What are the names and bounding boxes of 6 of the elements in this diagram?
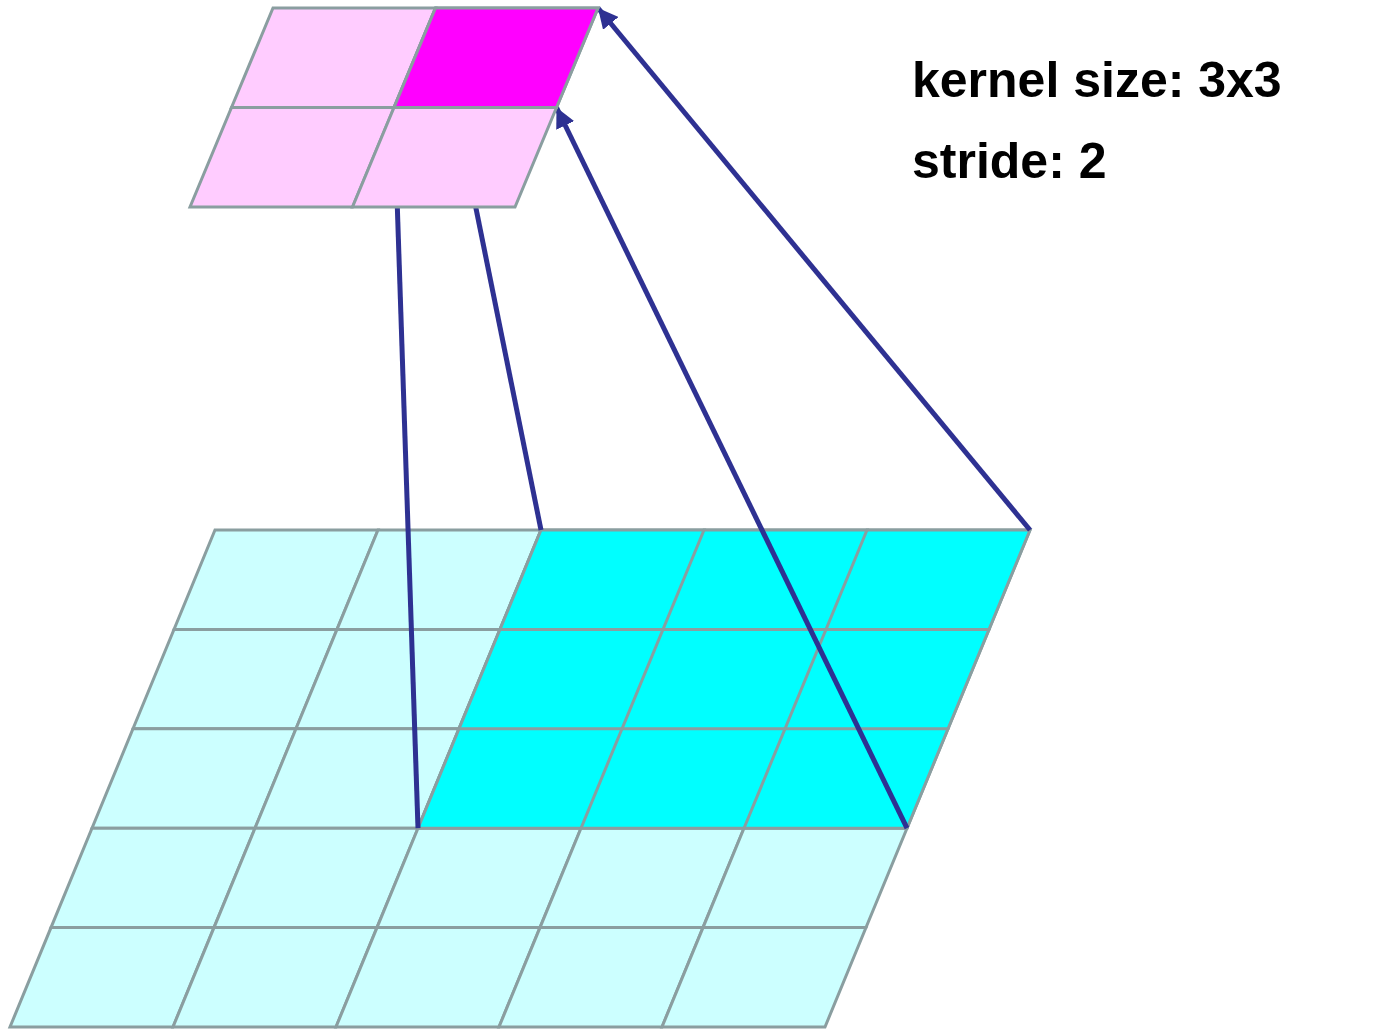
output-cell [394,8,598,108]
receptive-field-region [418,530,1030,829]
stride-label: stride: 2 [912,133,1107,189]
arrow [554,106,910,830]
arrow [596,6,1032,532]
kernel-size-label: kernel size: 3x3 [912,52,1282,108]
